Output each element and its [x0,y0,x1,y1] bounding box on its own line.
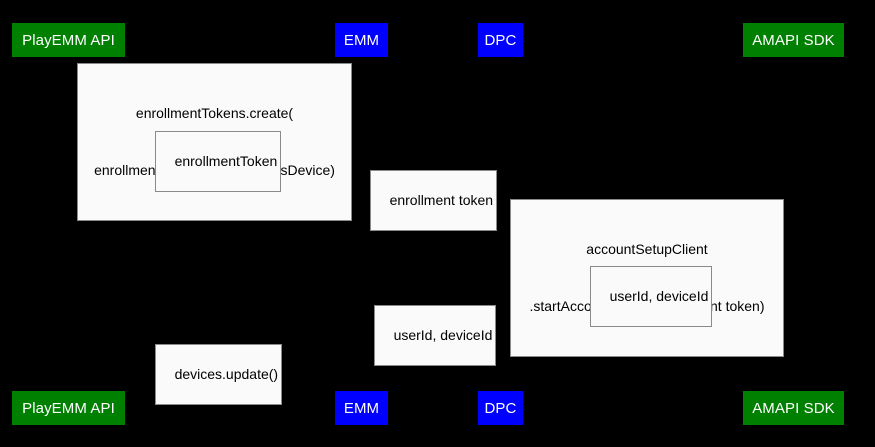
arrow-head-message-5 [500,290,508,298]
participant-emm-top[interactable]: EMM [334,22,389,58]
message-label-3-text: enrollment token [389,192,494,208]
participant-emm-bottom[interactable]: EMM [334,390,389,426]
lifeline-amapi [793,58,794,390]
message-label-6-text: userId, deviceId [393,327,493,343]
message-label-4-line-1: accountSetupClient [586,241,708,257]
message-label-5: userId, deviceId [590,266,713,327]
participant-dpc-top[interactable]: DPC [477,22,524,58]
participant-amapi-sdk-bottom[interactable]: AMAPI SDK [742,390,845,426]
participant-playemm-api-top[interactable]: PlayEMM API [11,22,126,58]
lifeline-emm [361,58,362,390]
message-label-1-line-1: enrollmentTokens.create( [135,105,294,121]
lifeline-playemm [68,58,69,390]
lifeline-dpc [500,58,501,390]
message-label-2-text: enrollmentToken [174,153,278,169]
arrow-head-message-6 [361,329,369,337]
arrow-head-message-2 [353,155,361,163]
participant-playemm-api-bottom[interactable]: PlayEMM API [11,390,126,426]
arrow-head-message-7 [68,368,76,376]
message-label-5-text: userId, deviceId [609,288,709,304]
message-label-7: devices.update() [155,344,283,405]
message-label-2: enrollmentToken [155,131,282,192]
arrow-head-message-4 [785,243,793,251]
message-label-6: userId, deviceId [374,305,497,366]
arrow-head-message-1 [68,107,76,115]
message-label-3: enrollment token [370,170,498,231]
participant-amapi-sdk-top[interactable]: AMAPI SDK [742,22,845,58]
participant-dpc-bottom[interactable]: DPC [477,390,524,426]
message-label-7-text: devices.update() [174,366,279,382]
